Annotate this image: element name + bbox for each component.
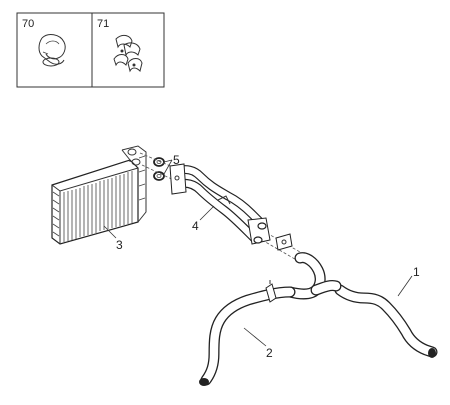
callout-label-3: 3 [116, 238, 123, 252]
heater-pipe-assembly[interactable] [169, 163, 271, 245]
pipe-connector[interactable] [275, 233, 293, 251]
inset-label-71: 71 [97, 18, 109, 30]
heater-hose-2[interactable] [199, 252, 342, 386]
callout-label-5: 5 [173, 153, 180, 167]
callout-label-2: 2 [266, 346, 273, 360]
heater-core[interactable] [51, 145, 147, 245]
heater-core-fins [52, 171, 133, 242]
callout-5: 5 [163, 153, 180, 175]
clamp-set-icon [113, 34, 143, 73]
heater-hose-1[interactable] [334, 284, 438, 358]
hose-clip-icon [38, 34, 66, 67]
callout-label-4: 4 [192, 219, 199, 233]
parts-inset-box: 70 71 [16, 12, 165, 88]
callout-4: 4 [192, 205, 215, 233]
callout-2: 2 [243, 327, 273, 360]
inset-cell-70[interactable]: 70 [22, 18, 66, 67]
callout-label-1: 1 [413, 265, 420, 279]
inset-cell-71[interactable]: 71 [97, 18, 143, 73]
callout-1: 1 [397, 265, 420, 297]
inset-label-70: 70 [22, 18, 34, 30]
callout-3: 3 [103, 225, 123, 252]
